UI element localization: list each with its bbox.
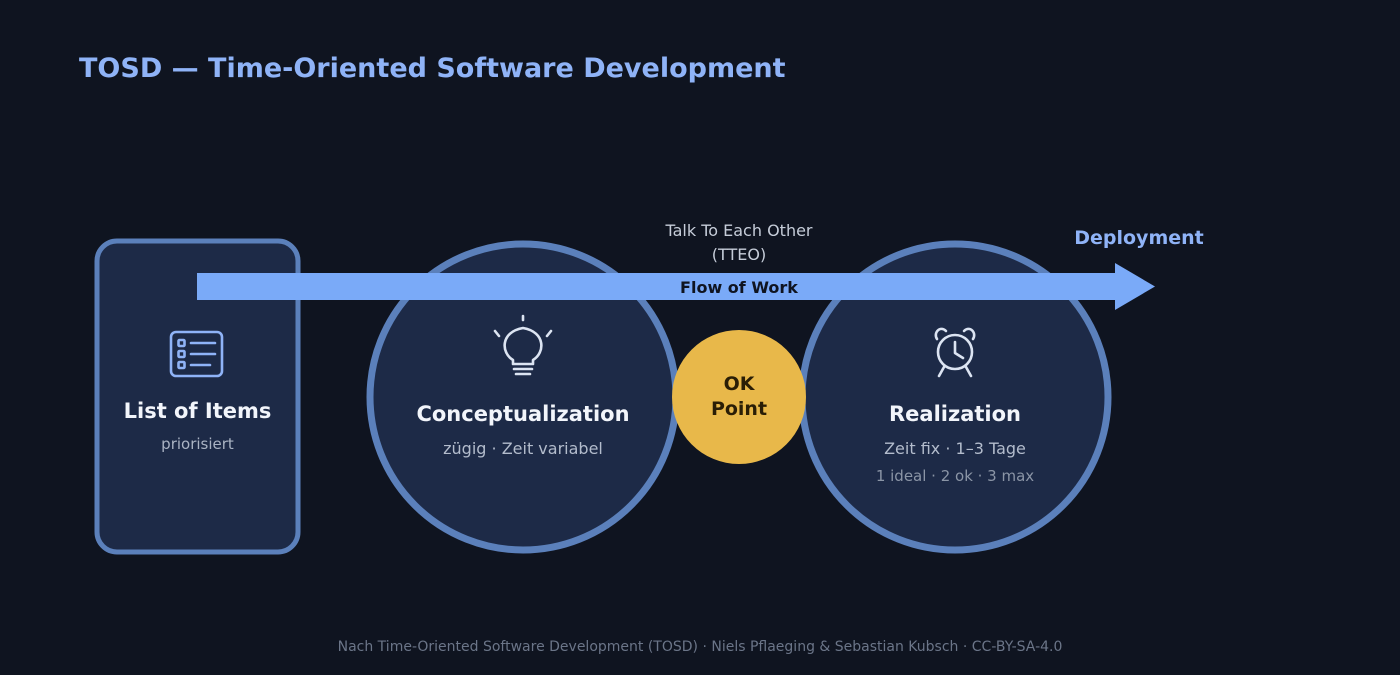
ok-point-circle xyxy=(672,330,806,464)
realization-subtitle: Zeit fix · 1–3 Tage xyxy=(884,439,1026,458)
list-icon xyxy=(169,330,224,378)
deployment-label: Deployment xyxy=(1074,227,1204,249)
conceptualization-subtitle: zügig · Zeit variabel xyxy=(443,439,603,458)
flow-of-work-label: Flow of Work xyxy=(680,278,798,297)
page-title: TOSD — Time-Oriented Software Developmen… xyxy=(79,53,786,84)
list-of-items-title: List of Items xyxy=(124,399,272,423)
realization-title: Realization xyxy=(889,402,1021,426)
tteo-label: Talk To Each Other xyxy=(664,221,812,240)
list-of-items-box xyxy=(94,238,301,555)
realization-node: Realization Zeit fix · 1–3 Tage 1 ideal … xyxy=(798,240,1112,554)
conceptualization-title: Conceptualization xyxy=(416,402,629,426)
ok-point-line2: Point xyxy=(711,398,767,420)
list-of-items-node: List of Items priorisiert xyxy=(94,238,301,555)
flow-of-work-arrow: Flow of Work xyxy=(197,263,1155,310)
alarm-clock-icon xyxy=(934,327,976,378)
list-of-items-subtitle: priorisiert xyxy=(161,435,234,453)
footer-credit: Nach Time-Oriented Software Development … xyxy=(338,639,1063,655)
realization-detail: 1 ideal · 2 ok · 3 max xyxy=(876,467,1034,485)
ok-point-line1: OK xyxy=(724,373,756,395)
lightbulb-icon xyxy=(493,314,553,376)
flow-arrow-shaft xyxy=(197,273,1117,300)
tteo-abbreviation: (TTEO) xyxy=(712,245,766,264)
ok-point-node: OK Point xyxy=(672,330,806,464)
flow-arrow-head xyxy=(1115,263,1155,310)
